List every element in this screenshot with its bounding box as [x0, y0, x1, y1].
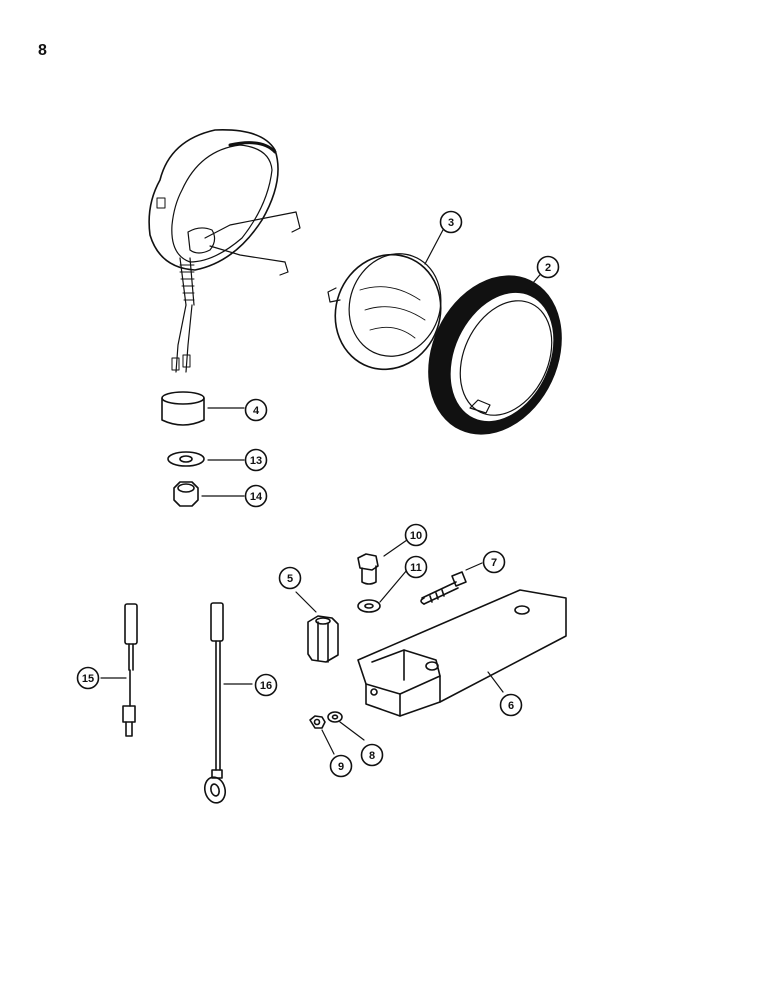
washer — [167, 451, 205, 467]
callout-14-label: 14 — [250, 491, 263, 503]
callout-5: 5 — [278, 566, 302, 590]
callout-4-label: 4 — [253, 405, 260, 417]
lock-washer-11 — [357, 599, 381, 613]
callout-15: 15 — [76, 666, 100, 690]
callout-15-label: 15 — [82, 673, 94, 685]
callout-2: 2 — [536, 255, 560, 279]
wire-16 — [203, 602, 227, 804]
bolt-10 — [357, 553, 379, 585]
callout-9-label: 9 — [338, 761, 344, 773]
callout-7: 7 — [482, 550, 506, 574]
callout-8: 8 — [360, 743, 384, 767]
callout-9: 9 — [329, 754, 353, 778]
nut-14 — [173, 481, 199, 507]
callout-16: 16 — [254, 673, 278, 697]
bolt-7 — [420, 571, 467, 605]
callout-10: 10 — [404, 523, 428, 547]
callout-10-label: 10 — [410, 530, 422, 542]
callout-6-label: 6 — [508, 700, 514, 712]
lamp-housing — [148, 129, 301, 373]
callouts: 3 2 4 13 14 10 11 7 — [76, 210, 560, 778]
page-number: 8 — [38, 42, 47, 59]
callout-8-label: 8 — [369, 750, 375, 762]
callout-6: 6 — [499, 693, 523, 717]
callout-7-label: 7 — [491, 557, 497, 569]
callout-11: 11 — [404, 555, 428, 579]
callout-4: 4 — [244, 398, 268, 422]
wire-15 — [122, 603, 138, 737]
callout-2-label: 2 — [545, 262, 551, 274]
callout-16-label: 16 — [260, 680, 272, 692]
coupling-nut — [307, 615, 339, 663]
washer-8 — [327, 711, 343, 723]
rubber-ring — [428, 275, 562, 435]
callout-13: 13 — [244, 448, 268, 472]
bracket — [357, 589, 567, 717]
callout-14: 14 — [244, 484, 268, 508]
callout-11-label: 11 — [410, 562, 422, 574]
callout-3: 3 — [439, 210, 463, 234]
leader-lines — [100, 227, 545, 755]
callout-3-label: 3 — [448, 217, 454, 229]
lens-unit — [327, 253, 442, 371]
nut-9 — [309, 715, 326, 729]
spacer — [161, 391, 205, 426]
callout-5-label: 5 — [287, 573, 293, 585]
callout-13-label: 13 — [250, 455, 262, 467]
